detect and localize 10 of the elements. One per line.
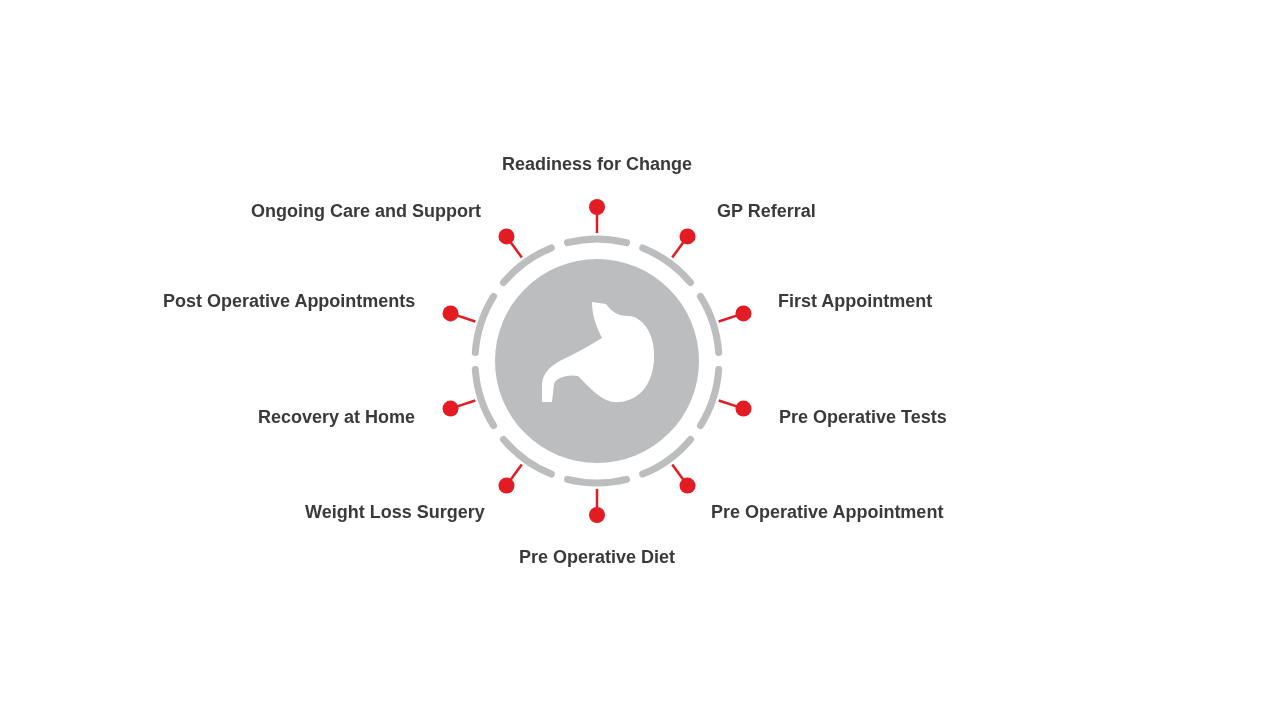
step-label: Recovery at Home — [258, 406, 416, 428]
step-label: Weight Loss Surgery — [305, 501, 485, 523]
step-label: Pre Operative Tests — [779, 406, 947, 428]
step-label: First Appointment — [778, 290, 933, 312]
step-label: GP Referral — [717, 200, 816, 222]
step-label: Post Operative Appointments — [163, 290, 416, 312]
step-label: Ongoing Care and Support — [251, 200, 481, 222]
step-label: Pre Operative Appointment — [711, 501, 944, 523]
step-label: Pre Operative Diet — [519, 546, 676, 568]
step-label: Readiness for Change — [502, 153, 693, 175]
